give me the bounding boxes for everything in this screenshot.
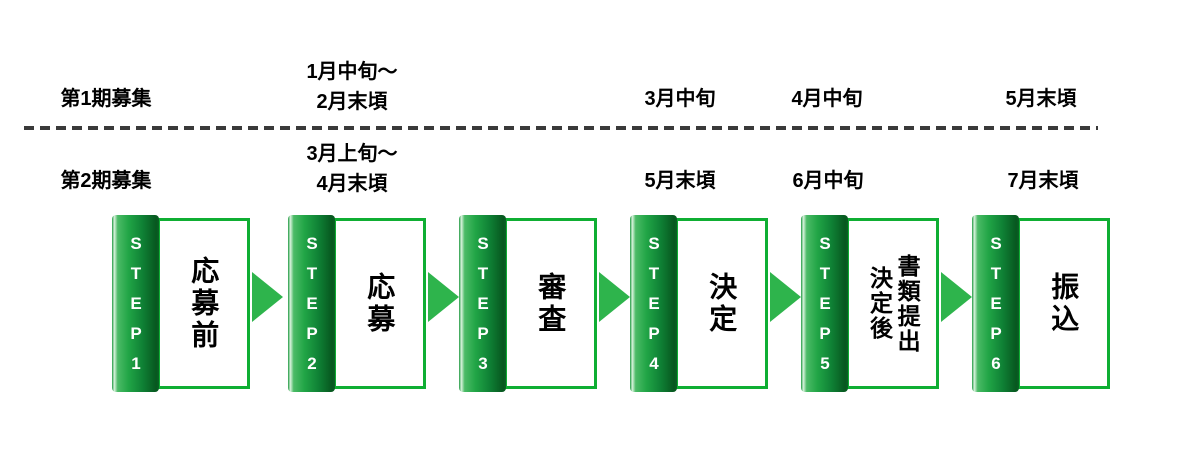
step-bar: STEP2 — [288, 215, 335, 392]
step-bar: STEP3 — [459, 215, 506, 392]
round1-date-step2: 1月中旬～ 2月末頃 — [262, 57, 442, 117]
step-title: 応募前 — [188, 255, 220, 352]
step-bar: STEP4 — [630, 215, 677, 392]
round2-date-step5: 6月中旬 — [792, 170, 864, 192]
arrow-right-icon — [252, 272, 283, 322]
step-bar-label: STEP5 — [815, 234, 835, 384]
step-title-box: 書類提出 決定後 — [846, 218, 939, 389]
round2-date-step2: 3月上旬～ 4月末頃 — [262, 139, 442, 199]
round1-date-step5: 4月中旬 — [791, 88, 863, 110]
step-group-5: STEP5 書類提出 決定後 — [801, 215, 941, 393]
step-group-4: STEP4 決定 — [630, 215, 770, 393]
step-bar: STEP6 — [972, 215, 1019, 392]
step-bar-label: STEP1 — [126, 234, 146, 384]
step-title-box: 審査 — [504, 218, 597, 389]
arrow-right-icon — [770, 272, 801, 322]
step-title: 振込 — [1048, 271, 1080, 336]
step-group-1: STEP1 応募前 — [112, 215, 252, 393]
date-line: 2月末頃 — [316, 91, 388, 113]
step-title: 応募 — [364, 271, 396, 336]
date-line: 4月末頃 — [316, 173, 388, 195]
arrow-right-icon — [599, 272, 630, 322]
step-group-3: STEP3 審査 — [459, 215, 599, 393]
period-2-label: 第2期募集 — [60, 170, 152, 192]
step-bar: STEP5 — [801, 215, 848, 392]
step-title-box: 振込 — [1017, 218, 1110, 389]
step-title: 書類提出 決定後 — [866, 253, 921, 354]
date-line: 1月中旬～ — [306, 61, 398, 83]
step-title: 決定 — [706, 271, 738, 336]
step-title-box: 応募前 — [157, 218, 250, 389]
step-title-box: 決定 — [675, 218, 768, 389]
date-line: 3月上旬～ — [306, 143, 398, 165]
step-bar-label: STEP4 — [644, 234, 664, 384]
step-group-2: STEP2 応募 — [288, 215, 428, 393]
arrow-right-icon — [941, 272, 972, 322]
step-title-box: 応募 — [333, 218, 426, 389]
round2-date-step4: 5月末頃 — [644, 170, 716, 192]
round1-date-step4: 3月中旬 — [644, 88, 716, 110]
step-bar: STEP1 — [112, 215, 159, 392]
round1-date-step6: 5月末頃 — [1005, 88, 1077, 110]
step-bar-label: STEP3 — [473, 234, 493, 384]
arrow-right-icon — [428, 272, 459, 322]
timeline-separator — [24, 126, 1098, 130]
step-title: 審査 — [535, 271, 567, 336]
step-bar-label: STEP6 — [986, 234, 1006, 384]
step-group-6: STEP6 振込 — [972, 215, 1112, 393]
round2-date-step6: 7月末頃 — [1007, 170, 1079, 192]
period-1-label: 第1期募集 — [60, 88, 152, 110]
step-bar-label: STEP2 — [302, 234, 322, 384]
